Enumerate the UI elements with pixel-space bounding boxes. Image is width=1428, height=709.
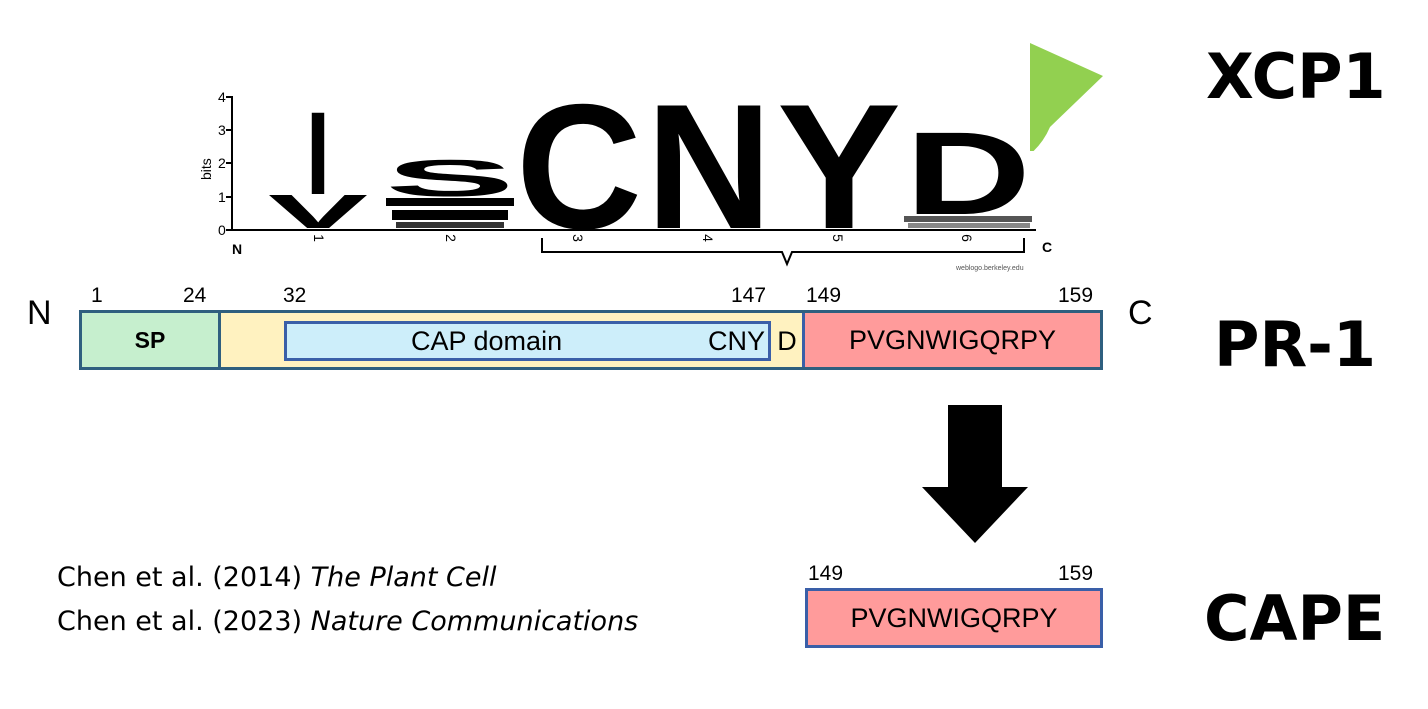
pr1-protein-bar: SP CAP domain CNY D PVGNWIGQRPY bbox=[79, 310, 1103, 370]
position-label-147: 147 bbox=[731, 284, 767, 307]
protein-label: PR-1 bbox=[1214, 308, 1377, 381]
motif-bracket bbox=[541, 238, 1025, 267]
logo-minor-letters bbox=[396, 222, 504, 228]
citation-1: Chen et al. (2014) The Plant Cell bbox=[57, 562, 497, 593]
citation-2: Chen et al. (2023) Nature Communications bbox=[57, 606, 638, 637]
sequence-logo: 0 1 2 3 4 bits N C I V 1 S 2 C 3 N 4 Y 5… bbox=[196, 67, 1076, 280]
signal-peptide-segment: SP bbox=[82, 313, 221, 367]
enzyme-label: XCP1 bbox=[1206, 40, 1386, 113]
logo-minor-letters bbox=[392, 210, 508, 220]
logo-minor-letters bbox=[904, 216, 1032, 222]
logo-position: 4 bbox=[700, 234, 716, 242]
logo-letter-V: V bbox=[268, 186, 368, 239]
logo-minor-letters bbox=[908, 223, 1030, 228]
d-residue-label: D bbox=[777, 325, 797, 356]
n-terminus-label: N bbox=[27, 294, 52, 332]
cape-peptide-box: PVGNWIGQRPY bbox=[805, 588, 1103, 648]
logo-y-tick: 3 bbox=[218, 122, 226, 138]
logo-c-label: C bbox=[1042, 239, 1052, 255]
logo-letter-C: C bbox=[516, 67, 642, 266]
xcp1-pacman-icon bbox=[1030, 43, 1103, 151]
logo-letter-N: N bbox=[646, 67, 772, 266]
logo-y-axis-label: bits bbox=[198, 158, 214, 180]
logo-y-tick: 2 bbox=[218, 155, 226, 171]
logo-position: 3 bbox=[570, 234, 586, 242]
logo-credit: weblogo.berkeley.edu bbox=[955, 265, 1024, 272]
citation-authors: Chen et al. (2023) bbox=[57, 606, 303, 637]
citation-journal: The Plant Cell bbox=[310, 562, 497, 593]
logo-position: 2 bbox=[443, 234, 459, 242]
logo-y-tick: 0 bbox=[218, 222, 226, 238]
position-label-159: 159 bbox=[1058, 284, 1094, 307]
cape-start-label: 149 bbox=[808, 562, 844, 585]
position-label-32: 32 bbox=[283, 284, 307, 307]
product-label: CAPE bbox=[1204, 582, 1386, 655]
citation-authors: Chen et al. (2014) bbox=[57, 562, 303, 593]
logo-y-tick: 4 bbox=[218, 89, 226, 105]
logo-letter-I: I bbox=[306, 88, 330, 220]
position-label-24: 24 bbox=[183, 284, 207, 307]
logo-position: 1 bbox=[311, 234, 327, 242]
logo-position: 5 bbox=[830, 234, 846, 242]
logo-letter-Y: Y bbox=[777, 67, 901, 266]
c-terminus-label: C bbox=[1128, 294, 1153, 332]
down-arrow-icon bbox=[922, 405, 1028, 543]
cny-motif-label: CNY bbox=[707, 325, 765, 356]
logo-position: 6 bbox=[959, 234, 975, 242]
cape-peptide-segment: PVGNWIGQRPY bbox=[802, 313, 1100, 367]
position-label-1: 1 bbox=[91, 284, 103, 307]
logo-y-tick: 1 bbox=[218, 189, 226, 205]
cap-domain-label: CAP domain bbox=[411, 325, 563, 356]
logo-minor-letters bbox=[386, 198, 514, 206]
citation-journal: Nature Communications bbox=[310, 606, 639, 637]
cape-end-label: 159 bbox=[1058, 562, 1094, 585]
sequence-logo-svg: 0 1 2 3 4 bits N C I V 1 S 2 C 3 N 4 Y 5… bbox=[198, 67, 1052, 272]
logo-n-label: N bbox=[232, 241, 242, 257]
position-label-149: 149 bbox=[806, 284, 842, 307]
cap-domain-segment: CAP domain CNY bbox=[284, 321, 771, 361]
